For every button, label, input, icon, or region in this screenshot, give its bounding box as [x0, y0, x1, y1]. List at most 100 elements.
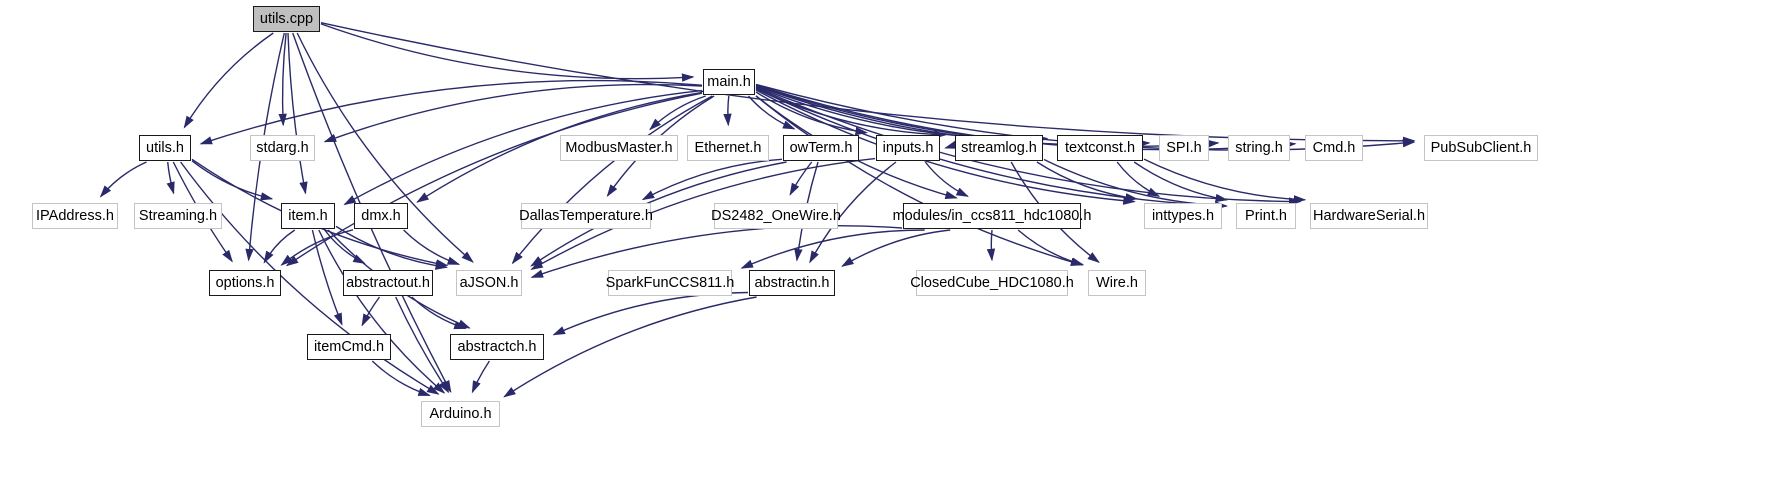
- graph-edge: [278, 32, 287, 127]
- graph-node-closedcube-h[interactable]: ClosedCube_HDC1080.h: [910, 270, 1074, 296]
- graph-node-label: DS2482_OneWire.h: [711, 208, 841, 224]
- graph-edge: [285, 92, 703, 267]
- graph-node-label: owTerm.h: [789, 140, 853, 156]
- graph-node-abstractin-h[interactable]: abstractin.h: [749, 270, 835, 296]
- graph-edge: [503, 296, 757, 398]
- graph-node-itemcmd-h[interactable]: itemCmd.h: [307, 334, 391, 360]
- graph-node-ajson-h[interactable]: aJSON.h: [456, 270, 522, 296]
- graph-edge: [180, 161, 440, 395]
- graph-node-label: itemCmd.h: [313, 339, 385, 355]
- graph-edge: [318, 229, 446, 394]
- graph-node-label: DallasTemperature.h: [519, 208, 653, 224]
- graph-node-label: Wire.h: [1096, 275, 1138, 291]
- graph-edge: [199, 79, 703, 145]
- graph-node-label: abstractch.h: [457, 339, 537, 355]
- graph-edge: [371, 360, 431, 397]
- graph-node-arduino-h[interactable]: Arduino.h: [421, 401, 500, 427]
- graph-node-utils-h[interactable]: utils.h: [139, 135, 191, 161]
- graph-node-label: inttypes.h: [1151, 208, 1215, 224]
- graph-node-label: Arduino.h: [429, 406, 492, 422]
- graph-node-label: main.h: [707, 74, 751, 90]
- graph-node-cmd-h[interactable]: Cmd.h: [1305, 135, 1363, 161]
- graph-edge: [809, 161, 897, 264]
- graph-node-hardwareserial-h[interactable]: HardwareSerial.h: [1310, 203, 1428, 229]
- graph-edge: [841, 229, 951, 267]
- graph-edge: [323, 83, 703, 143]
- graph-edge: [320, 22, 1416, 146]
- graph-node-item-h[interactable]: item.h: [281, 203, 335, 229]
- graph-node-label: textconst.h: [1064, 140, 1136, 156]
- graph-node-ipaddress-h[interactable]: IPAddress.h: [32, 203, 118, 229]
- graph-node-label: Streaming.h: [138, 208, 218, 224]
- graph-edge: [343, 89, 703, 206]
- graph-node-options-h[interactable]: options.h: [209, 270, 281, 296]
- graph-edge: [287, 32, 308, 195]
- graph-node-modbusmaster-h[interactable]: ModbusMaster.h: [560, 135, 678, 161]
- graph-node-label: PubSubClient.h: [1430, 140, 1532, 156]
- graph-edge: [311, 229, 343, 326]
- graph-node-dmx-h[interactable]: dmx.h: [354, 203, 408, 229]
- graph-node-ds2482-h[interactable]: DS2482_OneWire.h: [711, 203, 841, 229]
- graph-node-label: utils.h: [146, 140, 184, 156]
- graph-edge: [723, 95, 732, 127]
- graph-edge: [944, 140, 958, 149]
- graph-edge: [335, 225, 448, 270]
- graph-node-mod-ccs811-h[interactable]: modules/in_ccs811_hdc1080.h: [893, 203, 1091, 229]
- graph-node-abstractch-h[interactable]: abstractch.h: [450, 334, 544, 360]
- graph-edge: [530, 157, 876, 270]
- graph-node-spi-h[interactable]: SPI.h: [1159, 135, 1209, 161]
- graph-node-label: Print.h: [1245, 208, 1287, 224]
- graph-edge: [530, 161, 787, 267]
- graph-node-stdarg-h[interactable]: stdarg.h: [250, 135, 315, 161]
- graph-node-label: IPAddress.h: [36, 208, 114, 224]
- graph-node-utils-cpp[interactable]: utils.cpp: [253, 6, 320, 32]
- graph-node-label: string.h: [1235, 140, 1283, 156]
- graph-edge: [166, 161, 175, 195]
- graph-edge: [740, 229, 925, 269]
- graph-node-label: item.h: [288, 208, 328, 224]
- graph-edge: [1143, 158, 1307, 204]
- graph-node-wire-h[interactable]: Wire.h: [1088, 270, 1146, 296]
- graph-edge: [986, 229, 996, 262]
- graph-node-print-h[interactable]: Print.h: [1236, 203, 1296, 229]
- graph-node-label: inputs.h: [882, 140, 934, 156]
- graph-node-dallastemp-h[interactable]: DallasTemperature.h: [519, 203, 653, 229]
- graph-node-label: stdarg.h: [256, 140, 309, 156]
- graph-edge: [1116, 161, 1161, 197]
- graph-edge: [1133, 161, 1229, 203]
- graph-node-streamlog-h[interactable]: streamlog.h: [955, 135, 1043, 161]
- graph-edge: [755, 95, 1084, 266]
- graph-node-sparkfunccs811-h[interactable]: SparkFunCCS811.h: [605, 270, 735, 296]
- graph-edge: [471, 360, 490, 394]
- graph-node-streaming-h[interactable]: Streaming.h: [134, 203, 222, 229]
- graph-node-label: ClosedCube_HDC1080.h: [910, 275, 1074, 291]
- graph-node-label: SPI.h: [1166, 140, 1202, 156]
- graph-edge: [183, 32, 274, 129]
- graph-node-inputs-h[interactable]: inputs.h: [876, 135, 940, 161]
- graph-node-owterm-h[interactable]: owTerm.h: [783, 135, 859, 161]
- graph-node-textconst-h[interactable]: textconst.h: [1057, 135, 1143, 161]
- graph-edge: [1036, 161, 1139, 202]
- graph-edge: [361, 296, 381, 327]
- graph-edge: [924, 161, 969, 197]
- graph-node-label: ModbusMaster.h: [565, 140, 673, 156]
- graph-node-abstractout-h[interactable]: abstractout.h: [343, 270, 433, 296]
- graph-edge: [280, 229, 354, 266]
- graph-edge: [191, 160, 274, 201]
- graph-node-inttypes-h[interactable]: inttypes.h: [1144, 203, 1222, 229]
- graph-node-label: abstractin.h: [754, 275, 830, 291]
- graph-node-label: SparkFunCCS811.h: [605, 275, 735, 291]
- graph-node-string-h[interactable]: string.h: [1228, 135, 1290, 161]
- graph-node-ethernet-h[interactable]: Ethernet.h: [687, 135, 769, 161]
- graph-edge: [747, 95, 796, 130]
- graph-node-main-h[interactable]: main.h: [703, 69, 755, 95]
- graph-edge: [296, 32, 474, 263]
- graph-edge: [511, 95, 713, 265]
- graph-node-label: modules/in_ccs811_hdc1080.h: [892, 208, 1092, 224]
- graph-edge: [1017, 229, 1085, 266]
- graph-node-label: utils.cpp: [259, 11, 314, 27]
- graph-node-pubsubclient-h[interactable]: PubSubClient.h: [1424, 135, 1538, 161]
- graph-node-label: abstractout.h: [346, 275, 430, 291]
